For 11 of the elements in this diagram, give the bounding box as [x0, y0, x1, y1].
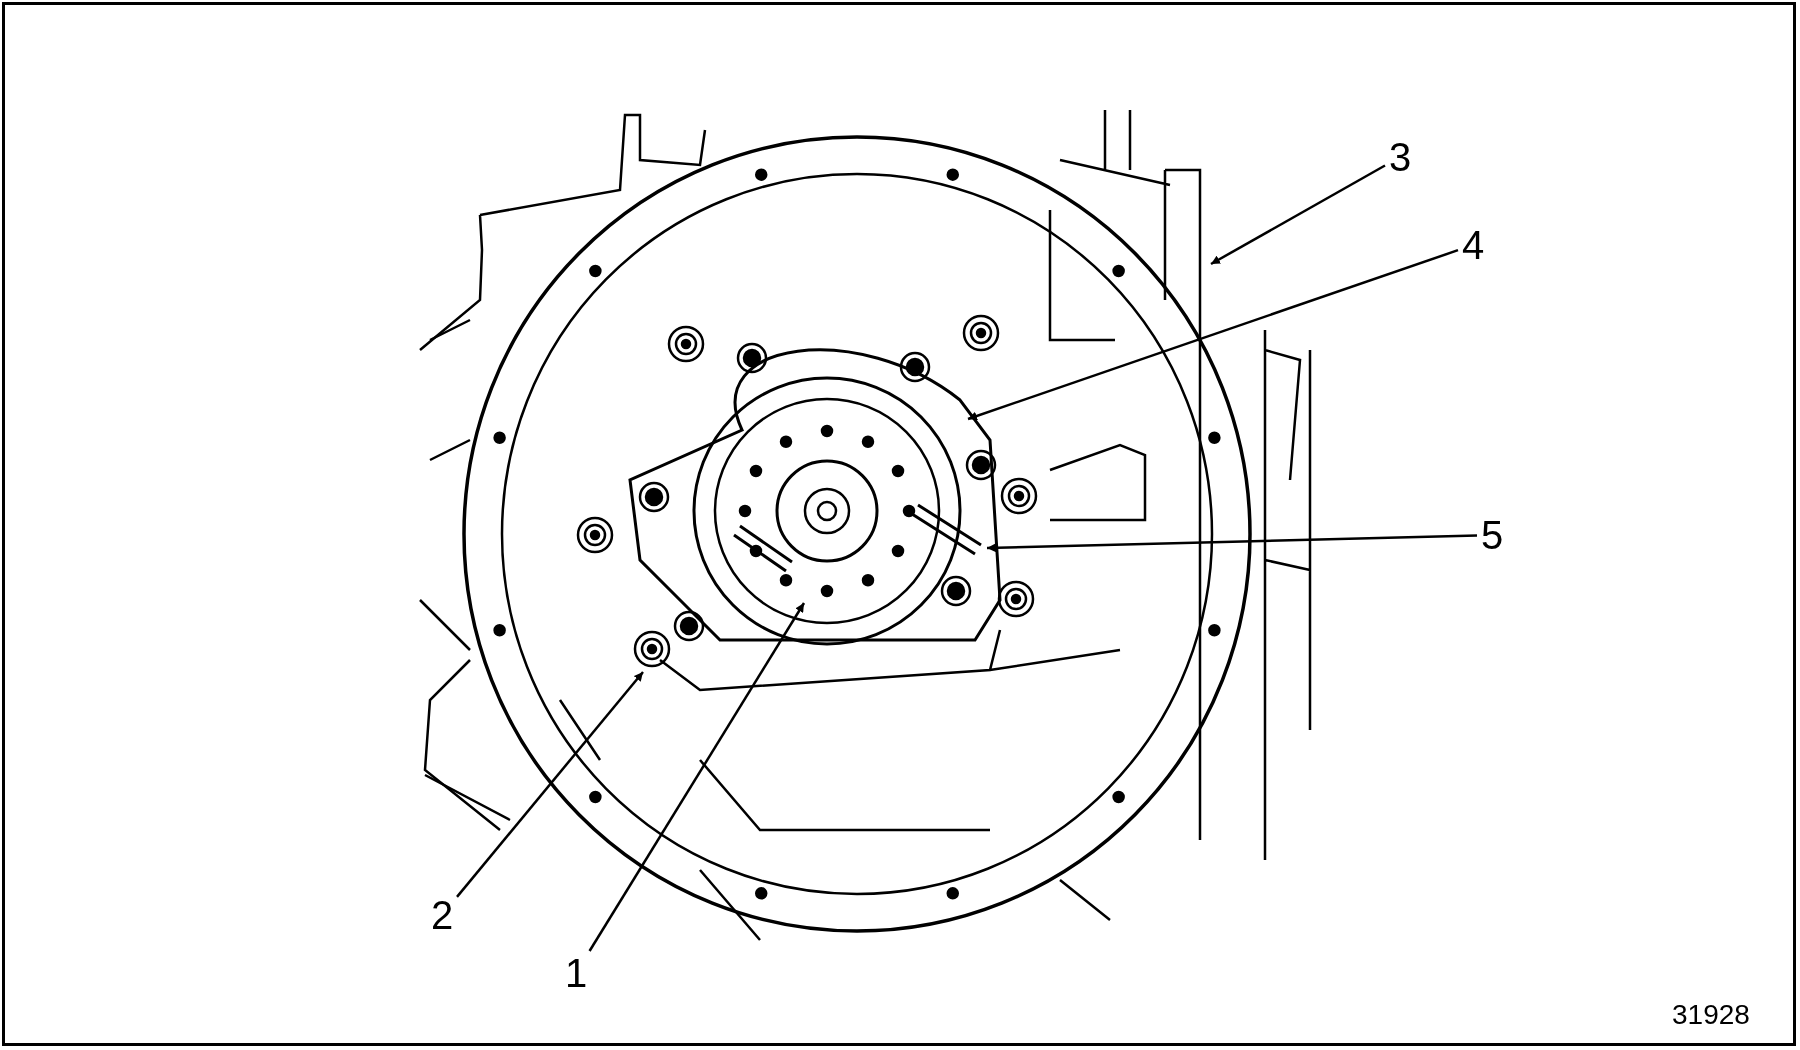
leader-arrow — [1210, 164, 1386, 266]
callout-number: 5 — [1477, 513, 1507, 557]
leader-arrow — [456, 671, 644, 898]
callout-number: 2 — [427, 893, 457, 937]
callout-number: 3 — [1385, 135, 1415, 179]
callout-number: 1 — [561, 951, 591, 995]
leader-arrow — [986, 534, 1478, 553]
leader-arrow — [588, 602, 806, 952]
figure-number: 31928 — [1672, 1001, 1750, 1029]
leader-arrow — [967, 249, 1459, 421]
callout-number: 4 — [1458, 223, 1488, 267]
